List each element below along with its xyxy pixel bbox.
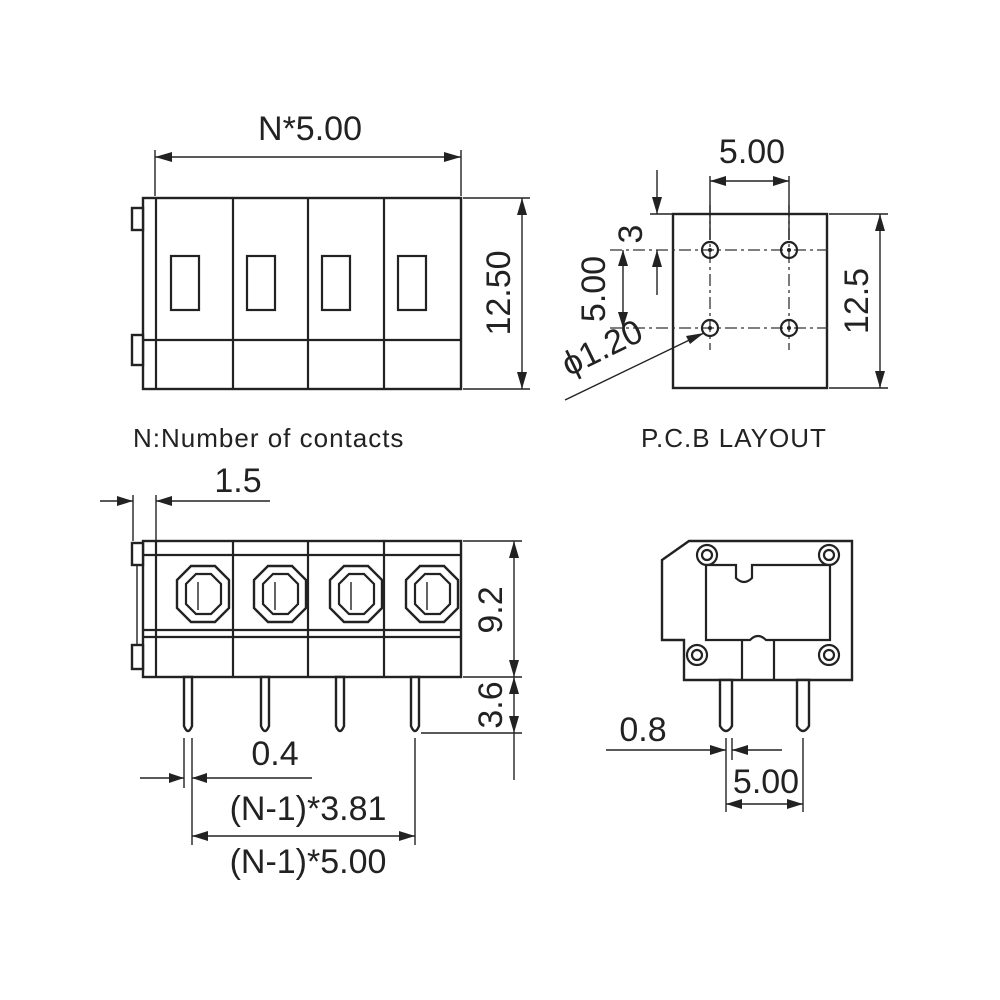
side-body-height-dimension: 9.2: [472, 586, 510, 633]
pcb-offset-dimension: 3: [612, 225, 650, 244]
front-window-4: [396, 254, 428, 312]
pcb-layout-caption: P.C.B LAYOUT: [641, 423, 827, 453]
side-tab-bottom: [130, 643, 145, 671]
side-pin-1: [182, 675, 194, 733]
pcb-hole-1: [700, 240, 720, 260]
side-pin-4: [409, 675, 421, 733]
pcb-hole-2: [779, 240, 799, 260]
pcb-outline: [671, 212, 829, 390]
side-tab-top: [130, 541, 145, 567]
end-pin-2: [795, 678, 811, 733]
front-view: N*5.00 12.50 N:Number of contacts: [130, 110, 530, 453]
front-height-dimension: 12.50: [480, 250, 518, 335]
end-pitch-dimension: 5.00: [733, 763, 799, 801]
front-window-3: [320, 254, 352, 312]
side-edge-dimension: 1.5: [214, 462, 261, 500]
pcb-layout: 5.00 3 5.00 12.5 ϕ1.20 P.C.B LAYOUT: [556, 133, 888, 453]
pcb-row-spacing-dimension: 5.00: [575, 256, 613, 322]
side-pin-3: [334, 675, 346, 733]
end-pin-dimension: 0.8: [619, 711, 666, 749]
end-screw-bottom-right: [817, 643, 841, 667]
side-pin-2: [259, 675, 271, 733]
front-width-dimension: N*5.00: [258, 110, 362, 148]
front-window-2: [245, 254, 277, 312]
front-tab-bottom: [130, 333, 145, 367]
contacts-caption: N:Number of contacts: [133, 423, 404, 453]
front-window-1: [169, 254, 201, 312]
end-screw-top-left: [695, 543, 719, 567]
side-view: 1.5 9.2 3.6 0.4 (N-1)*3.81 (N-1)*5.00: [100, 462, 522, 881]
pitch-381-dimension: (N-1)*3.81: [230, 790, 387, 828]
end-pin-1: [718, 678, 734, 733]
front-tab-top: [130, 206, 145, 232]
pcb-hole-3: [700, 318, 720, 338]
end-view: 0.8 5.00: [606, 539, 854, 812]
end-screw-bottom-left: [685, 643, 709, 667]
side-pin-length-dimension: 3.6: [472, 681, 510, 728]
pitch-500-dimension: (N-1)*5.00: [230, 843, 387, 881]
front-body-outline: [141, 196, 463, 391]
pcb-pitch-dimension: 5.00: [719, 133, 785, 171]
end-screw-top-right: [817, 543, 841, 567]
side-pin-width-dimension: 0.4: [251, 735, 298, 773]
pcb-hole-4: [779, 318, 799, 338]
pcb-hole-diameter-dimension: ϕ1.20: [556, 312, 649, 384]
pcb-height-dimension: 12.5: [838, 268, 876, 334]
end-body-outline: [660, 539, 854, 682]
